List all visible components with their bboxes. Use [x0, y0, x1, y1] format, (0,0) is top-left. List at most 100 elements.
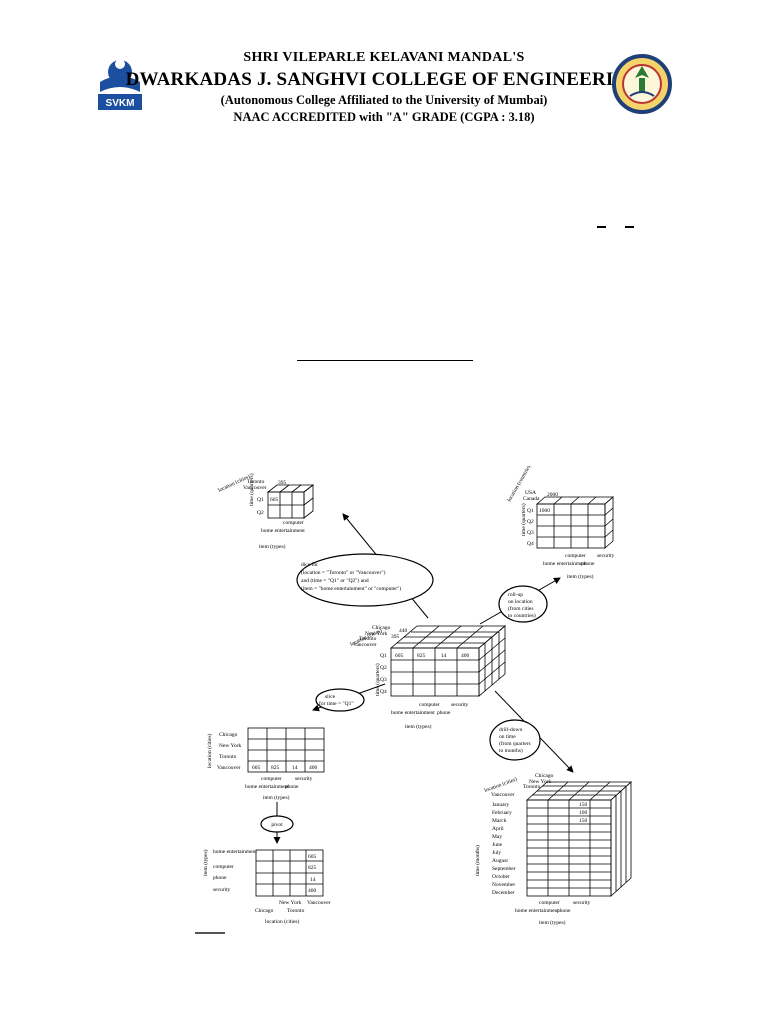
svg-text:for time = "Q1": for time = "Q1"	[319, 700, 354, 707]
svg-text:Toronto: Toronto	[287, 908, 305, 914]
slice-result-grid	[247, 727, 325, 773]
svg-text:home entertainment: home entertainment	[543, 561, 587, 567]
svg-text:New York: New York	[365, 631, 388, 637]
svg-text:150: 150	[579, 818, 588, 824]
svg-text:to countries): to countries)	[508, 612, 536, 619]
svg-text:605: 605	[252, 765, 261, 771]
svg-text:Toronto: Toronto	[247, 479, 265, 485]
svg-text:Chicago: Chicago	[255, 908, 274, 914]
svg-text:605: 605	[270, 497, 279, 503]
header-line-1: SHRI VILEPARLE KELAVANI MANDAL'S	[243, 50, 525, 65]
svg-text:Vancouver: Vancouver	[217, 765, 241, 771]
svg-text:Chicago: Chicago	[219, 732, 238, 738]
svg-text:phone: phone	[581, 561, 595, 567]
svg-text:item (types): item (types)	[539, 919, 566, 926]
svg-text:100: 100	[579, 810, 588, 816]
dash-mark	[625, 226, 634, 228]
svg-text:Toronto: Toronto	[219, 754, 237, 760]
svg-text:Q2: Q2	[527, 519, 534, 525]
dice-result-cube	[266, 484, 315, 519]
svg-text:November: November	[492, 882, 515, 888]
svg-text:Q1: Q1	[380, 653, 387, 659]
header-affiliation: (Autonomous College Affiliated to the Un…	[220, 93, 548, 107]
svg-text:825: 825	[308, 865, 317, 871]
svg-text:400: 400	[309, 765, 318, 771]
main-cube-labels: location (cities) Chicago New York Toron…	[349, 625, 470, 730]
rollup-operation-label: roll-up on location (from cities to coun…	[498, 585, 548, 623]
svg-text:home entertainment: home entertainment	[245, 784, 289, 790]
olap-operations-diagram: dice for (location = "Toronto" or "Vanco…	[195, 466, 645, 936]
svg-text:825: 825	[417, 653, 426, 659]
svg-text:item (types): item (types)	[202, 849, 209, 876]
svg-text:Canada: Canada	[523, 496, 540, 502]
svg-text:Vancouver: Vancouver	[307, 900, 331, 906]
slice-grid-labels: location (cities) Chicago New York Toron…	[206, 732, 318, 801]
svg-text:August: August	[492, 858, 508, 864]
svg-text:security: security	[451, 702, 469, 708]
college-header: SVKM SHRI VILEPARLE KELAVANI MANDAL'S DW…	[0, 0, 768, 140]
svg-text:on location: on location	[508, 599, 533, 605]
svg-text:March: March	[492, 818, 507, 824]
svg-text:Q4: Q4	[527, 541, 534, 547]
svg-text:New York: New York	[279, 900, 302, 906]
svg-text:New York: New York	[219, 743, 242, 749]
svg-text:Q3: Q3	[380, 677, 387, 683]
rollup-cube-labels: location (countries) USA Canada 2000 tim…	[506, 466, 615, 580]
svg-text:825: 825	[271, 765, 280, 771]
svg-text:computer: computer	[213, 864, 234, 870]
svg-text:slice: slice	[325, 694, 336, 700]
svg-text:roll-up: roll-up	[508, 592, 523, 598]
dice-operation-label: dice for (location = "Toronto" or "Vanco…	[296, 553, 434, 607]
svg-text:Q3: Q3	[527, 530, 534, 536]
svg-text:440: 440	[399, 628, 408, 634]
college-name: DWARKADAS J. SANGHVI COLLEGE OF ENGINEER…	[125, 69, 643, 90]
svg-text:(from cities: (from cities	[508, 605, 534, 612]
svg-text:14: 14	[292, 765, 298, 771]
svg-text:Q1: Q1	[257, 497, 264, 503]
svg-text:time (quarters): time (quarters)	[520, 503, 527, 536]
svg-text:security: security	[573, 900, 591, 906]
svg-text:computer: computer	[283, 520, 304, 526]
drilldown-operation-label: drill-down on time (from quarters to mon…	[489, 719, 541, 761]
svg-text:14: 14	[441, 653, 447, 659]
svg-text:to months): to months)	[499, 747, 523, 754]
slice-operation-label: slice for time = "Q1"	[315, 688, 365, 712]
svg-text:Chicago: Chicago	[372, 625, 391, 631]
svg-text:phone: phone	[213, 875, 227, 881]
svg-text:Q1: Q1	[527, 508, 534, 514]
svg-text:June: June	[492, 842, 503, 848]
svg-text:item (types): item (types)	[405, 723, 432, 730]
pivot-result-grid	[255, 849, 324, 897]
svg-text:home entertainment: home entertainment	[391, 710, 435, 716]
svg-text:1000: 1000	[539, 508, 550, 514]
svg-text:December: December	[492, 890, 515, 896]
svg-text:Vancouver: Vancouver	[491, 792, 515, 798]
svg-text:pivot: pivot	[271, 822, 283, 828]
svg-text:item (types): item (types)	[259, 543, 286, 550]
svg-text:400: 400	[461, 653, 470, 659]
svg-text:Q4: Q4	[380, 689, 387, 695]
svg-text:phone: phone	[285, 784, 299, 790]
svg-text:February: February	[492, 810, 512, 816]
svg-text:drill-down: drill-down	[499, 727, 522, 733]
svg-text:dice for: dice for	[301, 561, 318, 568]
svg-text:2000: 2000	[547, 492, 558, 498]
svg-text:150: 150	[579, 802, 588, 808]
svg-text:(item = "home entertainment" o: (item = "home entertainment" or "compute…	[301, 585, 401, 592]
dash-mark	[597, 226, 606, 228]
svg-text:phone: phone	[437, 710, 451, 716]
svg-text:computer: computer	[419, 702, 440, 708]
svg-text:home entertainment: home entertainment	[213, 849, 257, 855]
figure-bottom-mark	[195, 932, 225, 934]
svg-text:October: October	[492, 874, 510, 880]
svg-text:security: security	[597, 553, 615, 559]
svg-text:item (types): item (types)	[263, 794, 290, 801]
svg-text:security: security	[295, 776, 313, 782]
svg-text:location (cities): location (cities)	[206, 733, 213, 768]
svg-text:July: July	[492, 850, 501, 856]
main-data-cube	[389, 625, 507, 697]
svg-text:computer: computer	[565, 553, 586, 559]
svg-text:item (types): item (types)	[567, 573, 594, 580]
svkm-logo-text: SVKM	[106, 98, 135, 109]
college-emblem-logo	[612, 52, 672, 116]
